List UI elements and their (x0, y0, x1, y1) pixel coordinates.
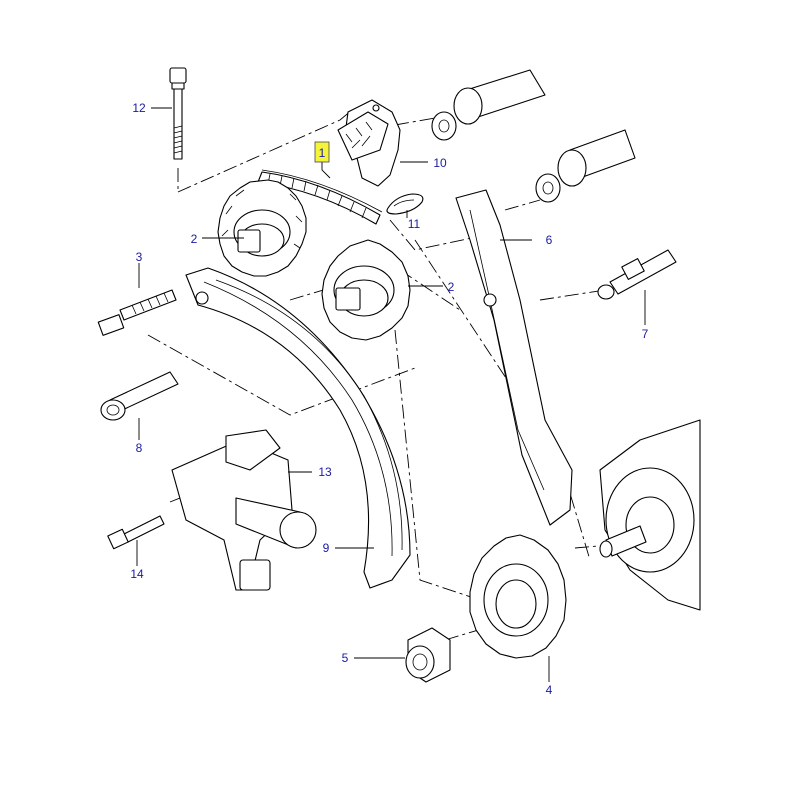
crankshaft-engine-block (599, 419, 701, 611)
nut-5 (405, 627, 451, 683)
callout-6[interactable]: 6 (546, 233, 553, 247)
callout-10[interactable]: 10 (433, 156, 447, 170)
bolt-3 (97, 289, 177, 336)
callout-14[interactable]: 14 (130, 567, 144, 581)
callout-2-lower[interactable]: 2 (448, 280, 455, 294)
leader-lines (136, 107, 646, 682)
callout-9[interactable]: 9 (323, 541, 330, 555)
bolt-14 (107, 515, 165, 550)
callout-4[interactable]: 4 (546, 683, 553, 697)
callout-labels: 1 2 2 3 4 5 6 7 8 9 10 11 12 13 14 (130, 101, 648, 697)
sprocket-lower-2 (321, 239, 411, 341)
chain-guide-6 (455, 189, 573, 526)
bolt-12 (169, 67, 187, 160)
clip-11 (386, 193, 424, 215)
callout-11[interactable]: 11 (408, 217, 421, 231)
callout-3[interactable]: 3 (136, 250, 143, 264)
pin-10-lower (535, 129, 636, 203)
callout-7[interactable]: 7 (642, 327, 649, 341)
callout-12[interactable]: 12 (132, 101, 146, 115)
callout-13[interactable]: 13 (318, 465, 332, 479)
tensioner-13 (171, 429, 317, 591)
callout-5[interactable]: 5 (342, 651, 349, 665)
callout-1-highlight (314, 141, 330, 163)
pin-8 (100, 371, 179, 421)
callout-2-upper[interactable]: 2 (191, 232, 198, 246)
callout-8[interactable]: 8 (136, 441, 143, 455)
sprocket-upper-2 (217, 179, 307, 277)
stud-7 (597, 249, 677, 300)
crank-sprocket-4 (469, 534, 567, 659)
chain-guide-9 (185, 267, 411, 589)
callout-1[interactable]: 1 (319, 146, 326, 160)
pin-10-upper (431, 69, 546, 141)
chain-guide-10 (337, 99, 401, 187)
